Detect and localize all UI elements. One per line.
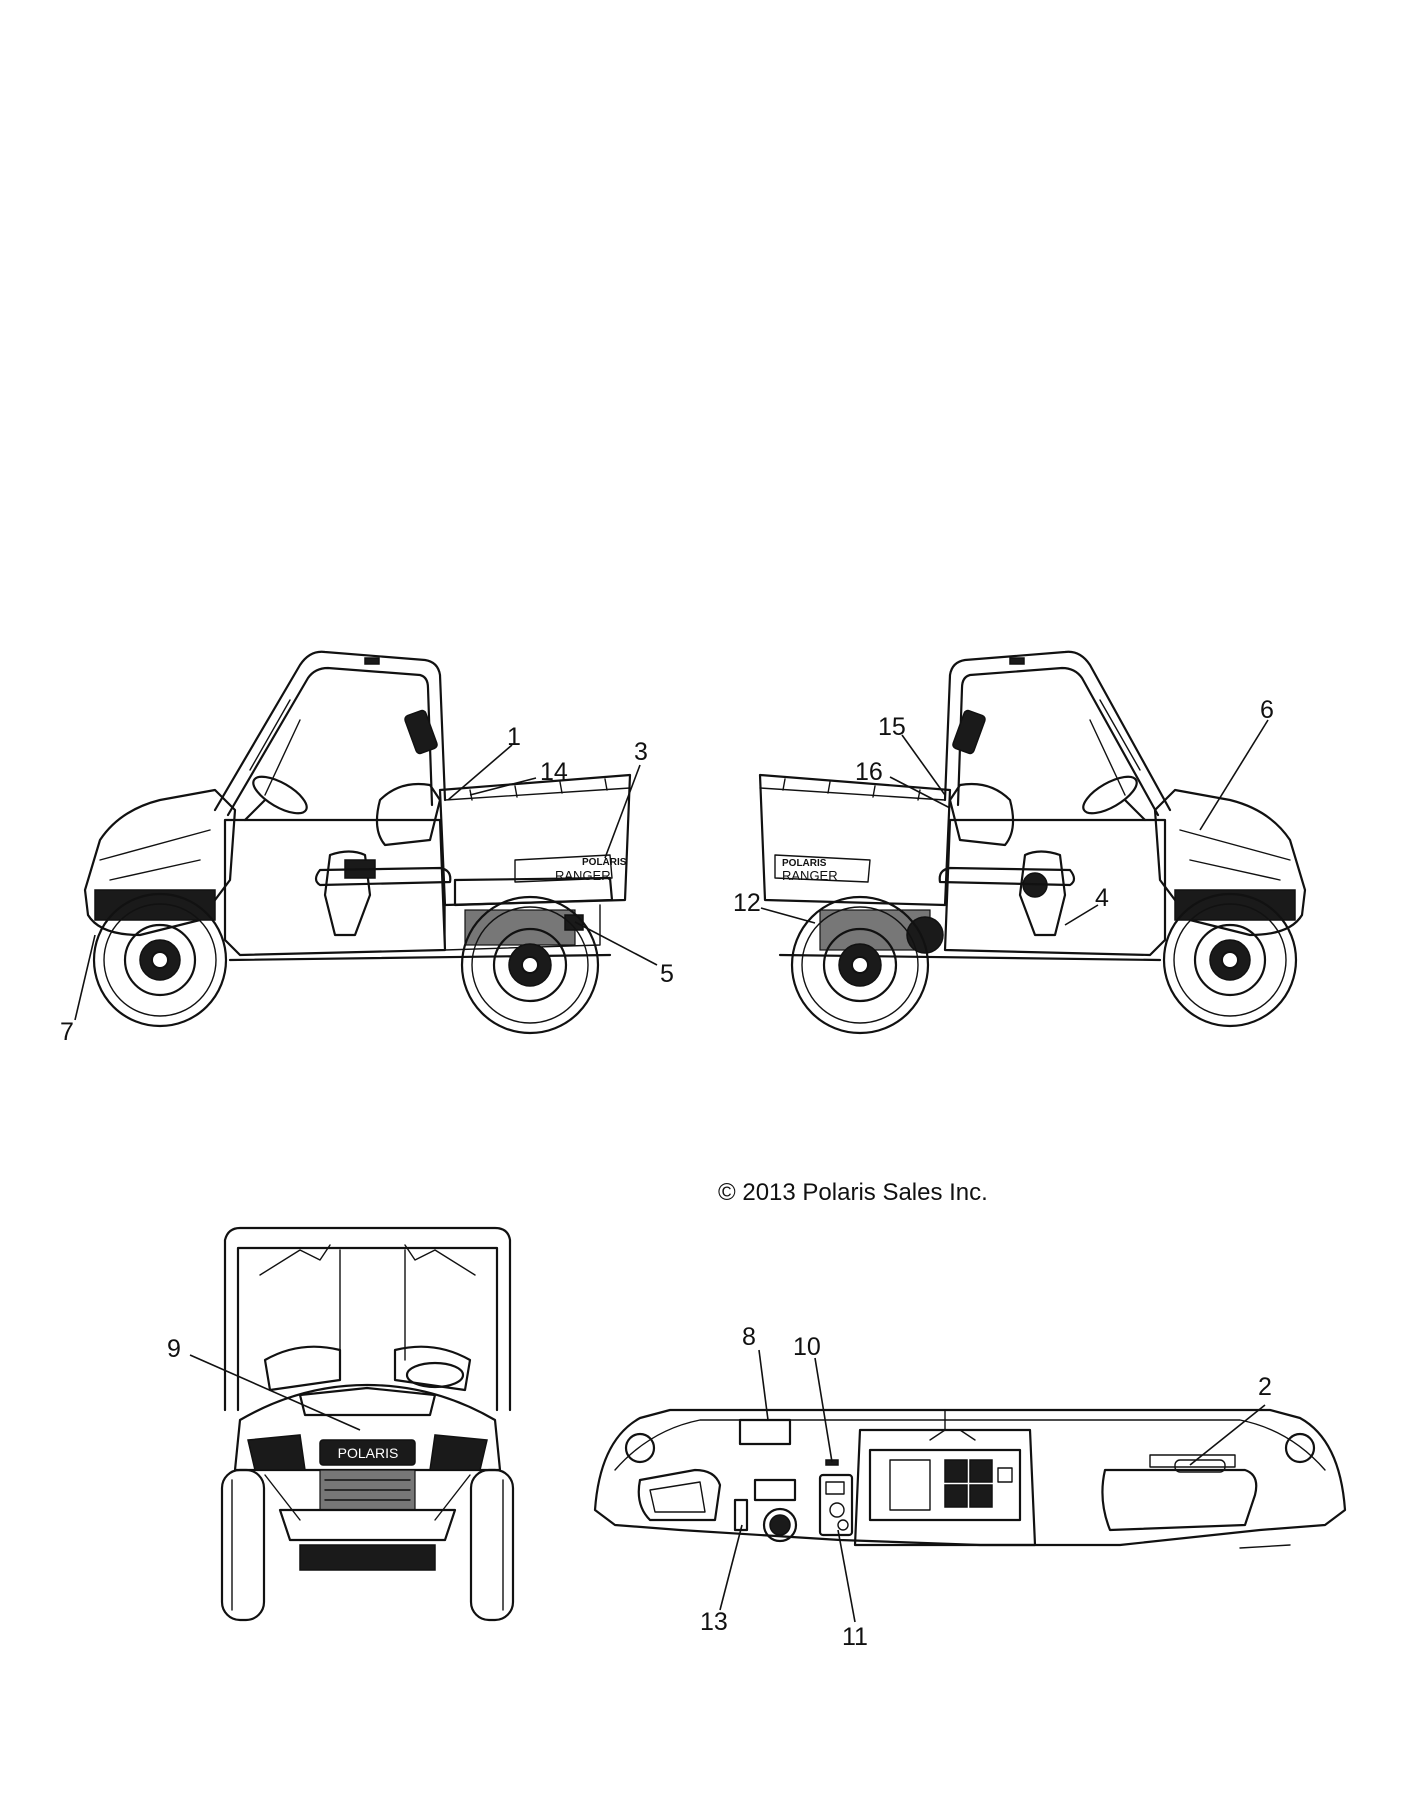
callout-6: 6 [1260,696,1274,724]
callout-1: 1 [507,723,521,751]
decal-brand-right: POLARIS [782,858,827,869]
callout-10: 10 [793,1333,821,1361]
vehicle-left-side-view: POLARIS RANGER [83,650,632,1035]
callout-15: 15 [878,713,906,741]
callout-5: 5 [660,960,674,988]
leader-lines [74,719,1269,1623]
callout-13: 13 [700,1608,728,1636]
callout-8: 8 [742,1323,756,1351]
callout-numbers: 1 2 3 4 5 6 7 8 9 10 11 12 13 14 15 16 [60,696,1274,1651]
callout-14: 14 [540,758,568,786]
callout-7: 7 [60,1018,74,1046]
callout-3: 3 [634,738,648,766]
decal-model-left: RANGER [555,868,611,883]
copyright-notice: © 2013 Polaris Sales Inc. [718,1179,988,1206]
vehicle-front-view: POLARIS [220,1226,515,1622]
callout-11: 11 [842,1623,868,1651]
callout-16: 16 [855,758,883,786]
callout-2: 2 [1258,1373,1272,1401]
decal-brand-front: POLARIS [338,1445,399,1461]
decal-model-right: RANGER [782,868,838,883]
callout-4: 4 [1095,884,1109,912]
decal-brand-left: POLARIS [582,857,627,868]
dashboard-view [593,1408,1347,1549]
callout-9: 9 [167,1335,181,1363]
vehicle-right-side-view: POLARIS RANGER [758,650,1307,1035]
callout-12: 12 [733,889,761,917]
